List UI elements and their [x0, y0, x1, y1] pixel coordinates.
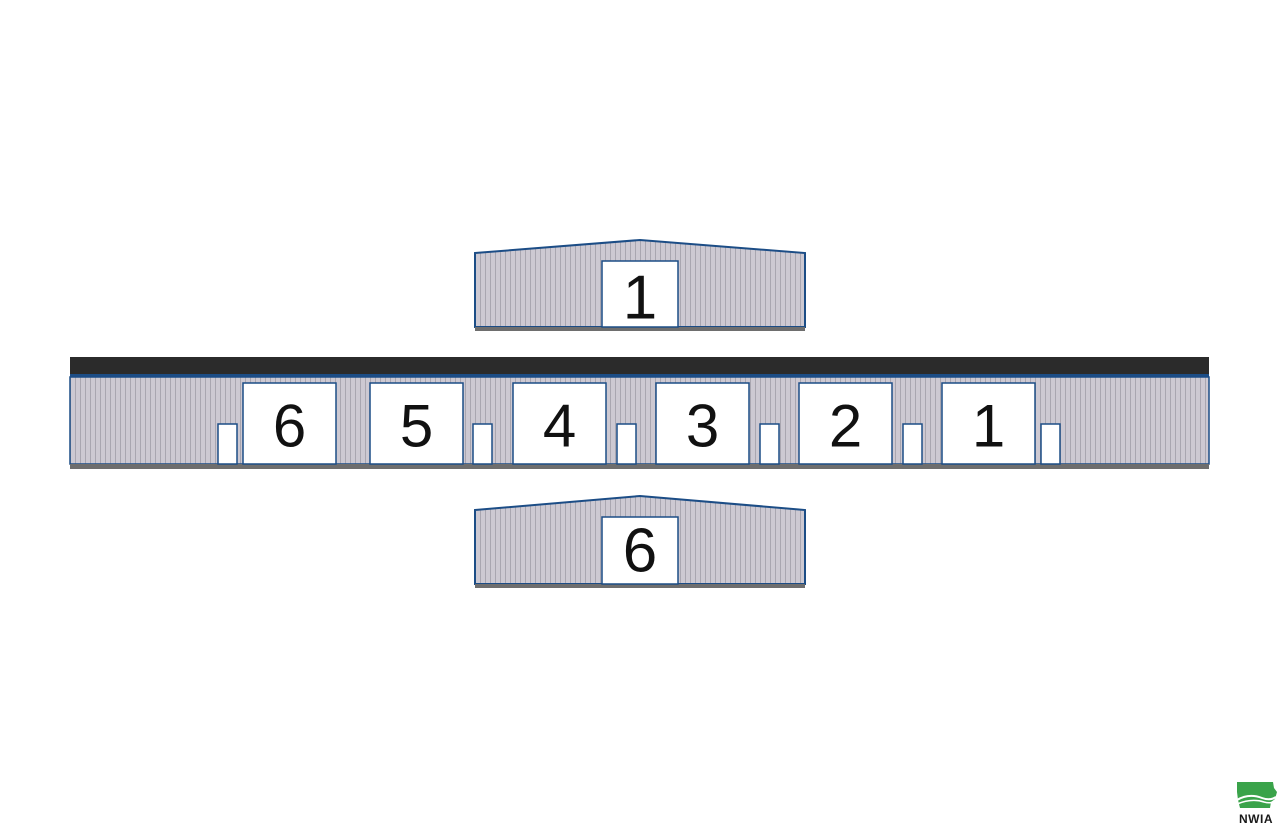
top-end-elevation: 1	[474, 238, 806, 333]
side-elevation: 6 5 4 3 2 1	[69, 357, 1210, 469]
top-end-overhead-door	[601, 260, 679, 328]
walk-door	[616, 423, 637, 465]
overhead-door-number-3: 3	[686, 393, 719, 460]
walk-door	[1040, 423, 1061, 465]
side-base	[70, 464, 1209, 469]
top-end-base	[475, 327, 805, 331]
overhead-door-4	[512, 382, 607, 465]
overhead-door-5	[369, 382, 464, 465]
overhead-door-number-4: 4	[543, 393, 576, 460]
top-end-door-number: 1	[623, 264, 657, 333]
side-doors-group: 6 5 4 3 2 1	[217, 382, 1061, 465]
nwia-logo-text: NWIA	[1239, 812, 1273, 826]
overhead-door-3	[655, 382, 750, 465]
overhead-door-1	[941, 382, 1036, 465]
iowa-state-icon	[1236, 782, 1277, 808]
side-wall	[69, 376, 1210, 465]
overhead-door-number-2: 2	[829, 393, 862, 460]
overhead-door-number-6: 6	[273, 393, 306, 460]
walk-door	[759, 423, 780, 465]
overhead-door-number-5: 5	[400, 393, 433, 460]
bottom-end-door-number: 6	[623, 517, 657, 586]
overhead-door-2	[798, 382, 893, 465]
walk-door	[472, 423, 493, 465]
overhead-door-number-1: 1	[972, 393, 1005, 460]
side-roof-fascia	[70, 357, 1209, 375]
bottom-end-elevation: 6	[474, 494, 806, 588]
walk-door	[217, 423, 238, 465]
walk-door	[902, 423, 923, 465]
side-roof-trim	[70, 374, 1209, 377]
bottom-end-base	[475, 584, 805, 588]
nwia-logo: NWIA	[1234, 780, 1278, 826]
bottom-end-overhead-door	[601, 516, 679, 585]
overhead-door-6	[242, 382, 337, 465]
